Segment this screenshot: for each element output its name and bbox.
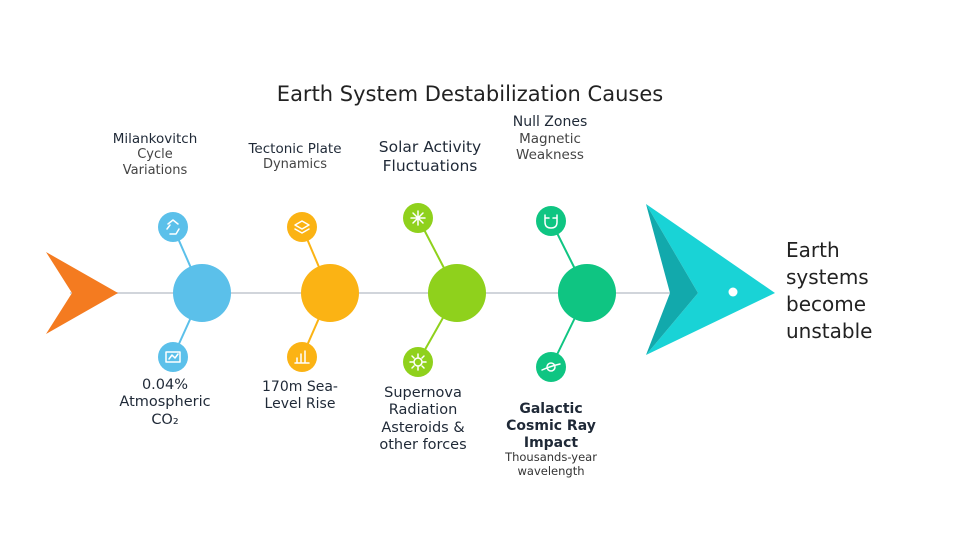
cause-label-co2: 0.04% Atmospheric CO₂ bbox=[119, 377, 211, 428]
icon-badge bbox=[158, 212, 188, 242]
branch-node bbox=[558, 264, 616, 322]
icon-badge bbox=[287, 212, 317, 242]
cause-label-milankovitch: Milankovitch Cycle Variations bbox=[112, 131, 198, 178]
tail-chevron bbox=[46, 252, 118, 334]
cause-label-tectonic: Tectonic Plate Dynamics bbox=[248, 141, 342, 173]
icon-badge bbox=[536, 206, 566, 236]
outcome-label: Earth systems become unstable bbox=[786, 238, 873, 343]
chart-icon bbox=[287, 342, 317, 372]
fish-eye bbox=[728, 287, 738, 297]
fish-head bbox=[646, 204, 775, 355]
diagram-title: Earth System Destabilization Causes bbox=[276, 82, 664, 106]
planet-icon bbox=[536, 352, 566, 382]
gauge-icon bbox=[158, 342, 188, 372]
icon-badge bbox=[403, 347, 433, 377]
recycle-icon bbox=[158, 212, 188, 242]
branch-node bbox=[428, 264, 486, 322]
sun-icon bbox=[403, 347, 433, 377]
layers-icon bbox=[287, 212, 317, 242]
branch-node bbox=[301, 264, 359, 322]
magnet-icon bbox=[536, 206, 566, 236]
cause-label-null-zones: Null Zones Magnetic Weakness bbox=[512, 114, 588, 163]
cause-label-sea-level: 170m Sea- Level Rise bbox=[262, 379, 338, 412]
cause-label-cosmic-ray: Galactic Cosmic Ray Impact Thousands-yea… bbox=[505, 401, 597, 479]
branch-node bbox=[173, 264, 231, 322]
radiation-icon bbox=[403, 203, 433, 233]
cause-label-supernova: Supernova Radiation Asteroids & other fo… bbox=[379, 385, 467, 454]
cause-label-solar: Solar Activity Fluctuations bbox=[378, 138, 482, 175]
fish-head-shadow bbox=[646, 204, 698, 355]
icon-badge bbox=[287, 342, 317, 372]
